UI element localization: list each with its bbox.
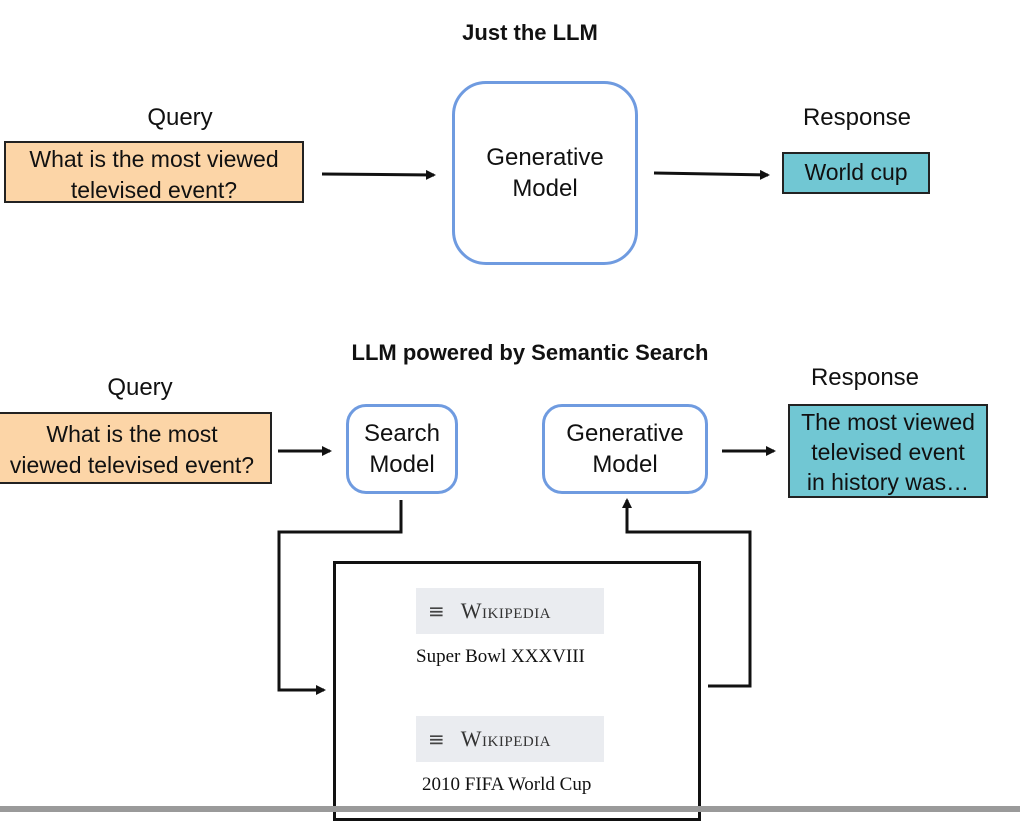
top-query-line2: televised event? (70, 177, 238, 203)
top-query-box: What is the most viewed televised event? (4, 141, 304, 203)
top-query-label: Query (147, 104, 213, 131)
search-model-line2: Model (369, 451, 435, 478)
bottom-response-line3: in history was… (806, 469, 970, 495)
bottom-gen-line2: Model (592, 451, 658, 478)
connector-docs-to-generative (622, 498, 752, 688)
bottom-response-box: The most viewed televised event in histo… (788, 404, 988, 498)
bottom-response-label: Response (810, 364, 920, 391)
arrow-model-to-response (653, 169, 770, 180)
top-title: Just the LLM (462, 20, 598, 45)
menu-icon: ≡ (428, 727, 445, 751)
wiki-article-title-1: Super Bowl XXXVIII (416, 646, 585, 667)
search-model-line1: Search (363, 420, 441, 447)
bottom-generative-model: Generative Model (542, 404, 708, 494)
retrieved-documents-box: ≡ Wikipedia Super Bowl XXXVIII ≡ Wikiped… (333, 561, 701, 821)
wikipedia-wordmark: Wikipedia (460, 726, 552, 751)
bottom-title: LLM powered by Semantic Search (351, 340, 709, 365)
top-query-line1: What is the most viewed (29, 146, 279, 172)
arrow-query-to-model (321, 169, 436, 180)
menu-icon: ≡ (428, 599, 445, 623)
wiki-article-title-2: 2010 FIFA World Cup (422, 774, 592, 795)
bottom-edge-bar (0, 806, 1020, 812)
bottom-query-label: Query (107, 374, 173, 401)
top-response-label: Response (802, 104, 912, 131)
bottom-gen-line1: Generative (566, 420, 684, 447)
wiki-header-1: ≡ Wikipedia (416, 588, 604, 634)
bottom-response-line1: The most viewed (801, 409, 975, 435)
top-model-line1: Generative (486, 144, 604, 171)
search-model: Search Model (346, 404, 458, 494)
wikipedia-wordmark: Wikipedia (460, 598, 552, 623)
bottom-query-box: What is the most viewed televised event? (0, 412, 272, 484)
bottom-query-line1: What is the most (46, 421, 218, 447)
connector-search-to-docs (277, 500, 403, 695)
bottom-response-line2: televised event (811, 439, 965, 465)
bottom-query-line2: viewed televised event? (9, 452, 255, 478)
top-model-line2: Model (512, 175, 578, 202)
wiki-header-2: ≡ Wikipedia (416, 716, 604, 762)
top-response-box: World cup (782, 152, 930, 194)
top-generative-model: Generative Model (452, 81, 638, 265)
